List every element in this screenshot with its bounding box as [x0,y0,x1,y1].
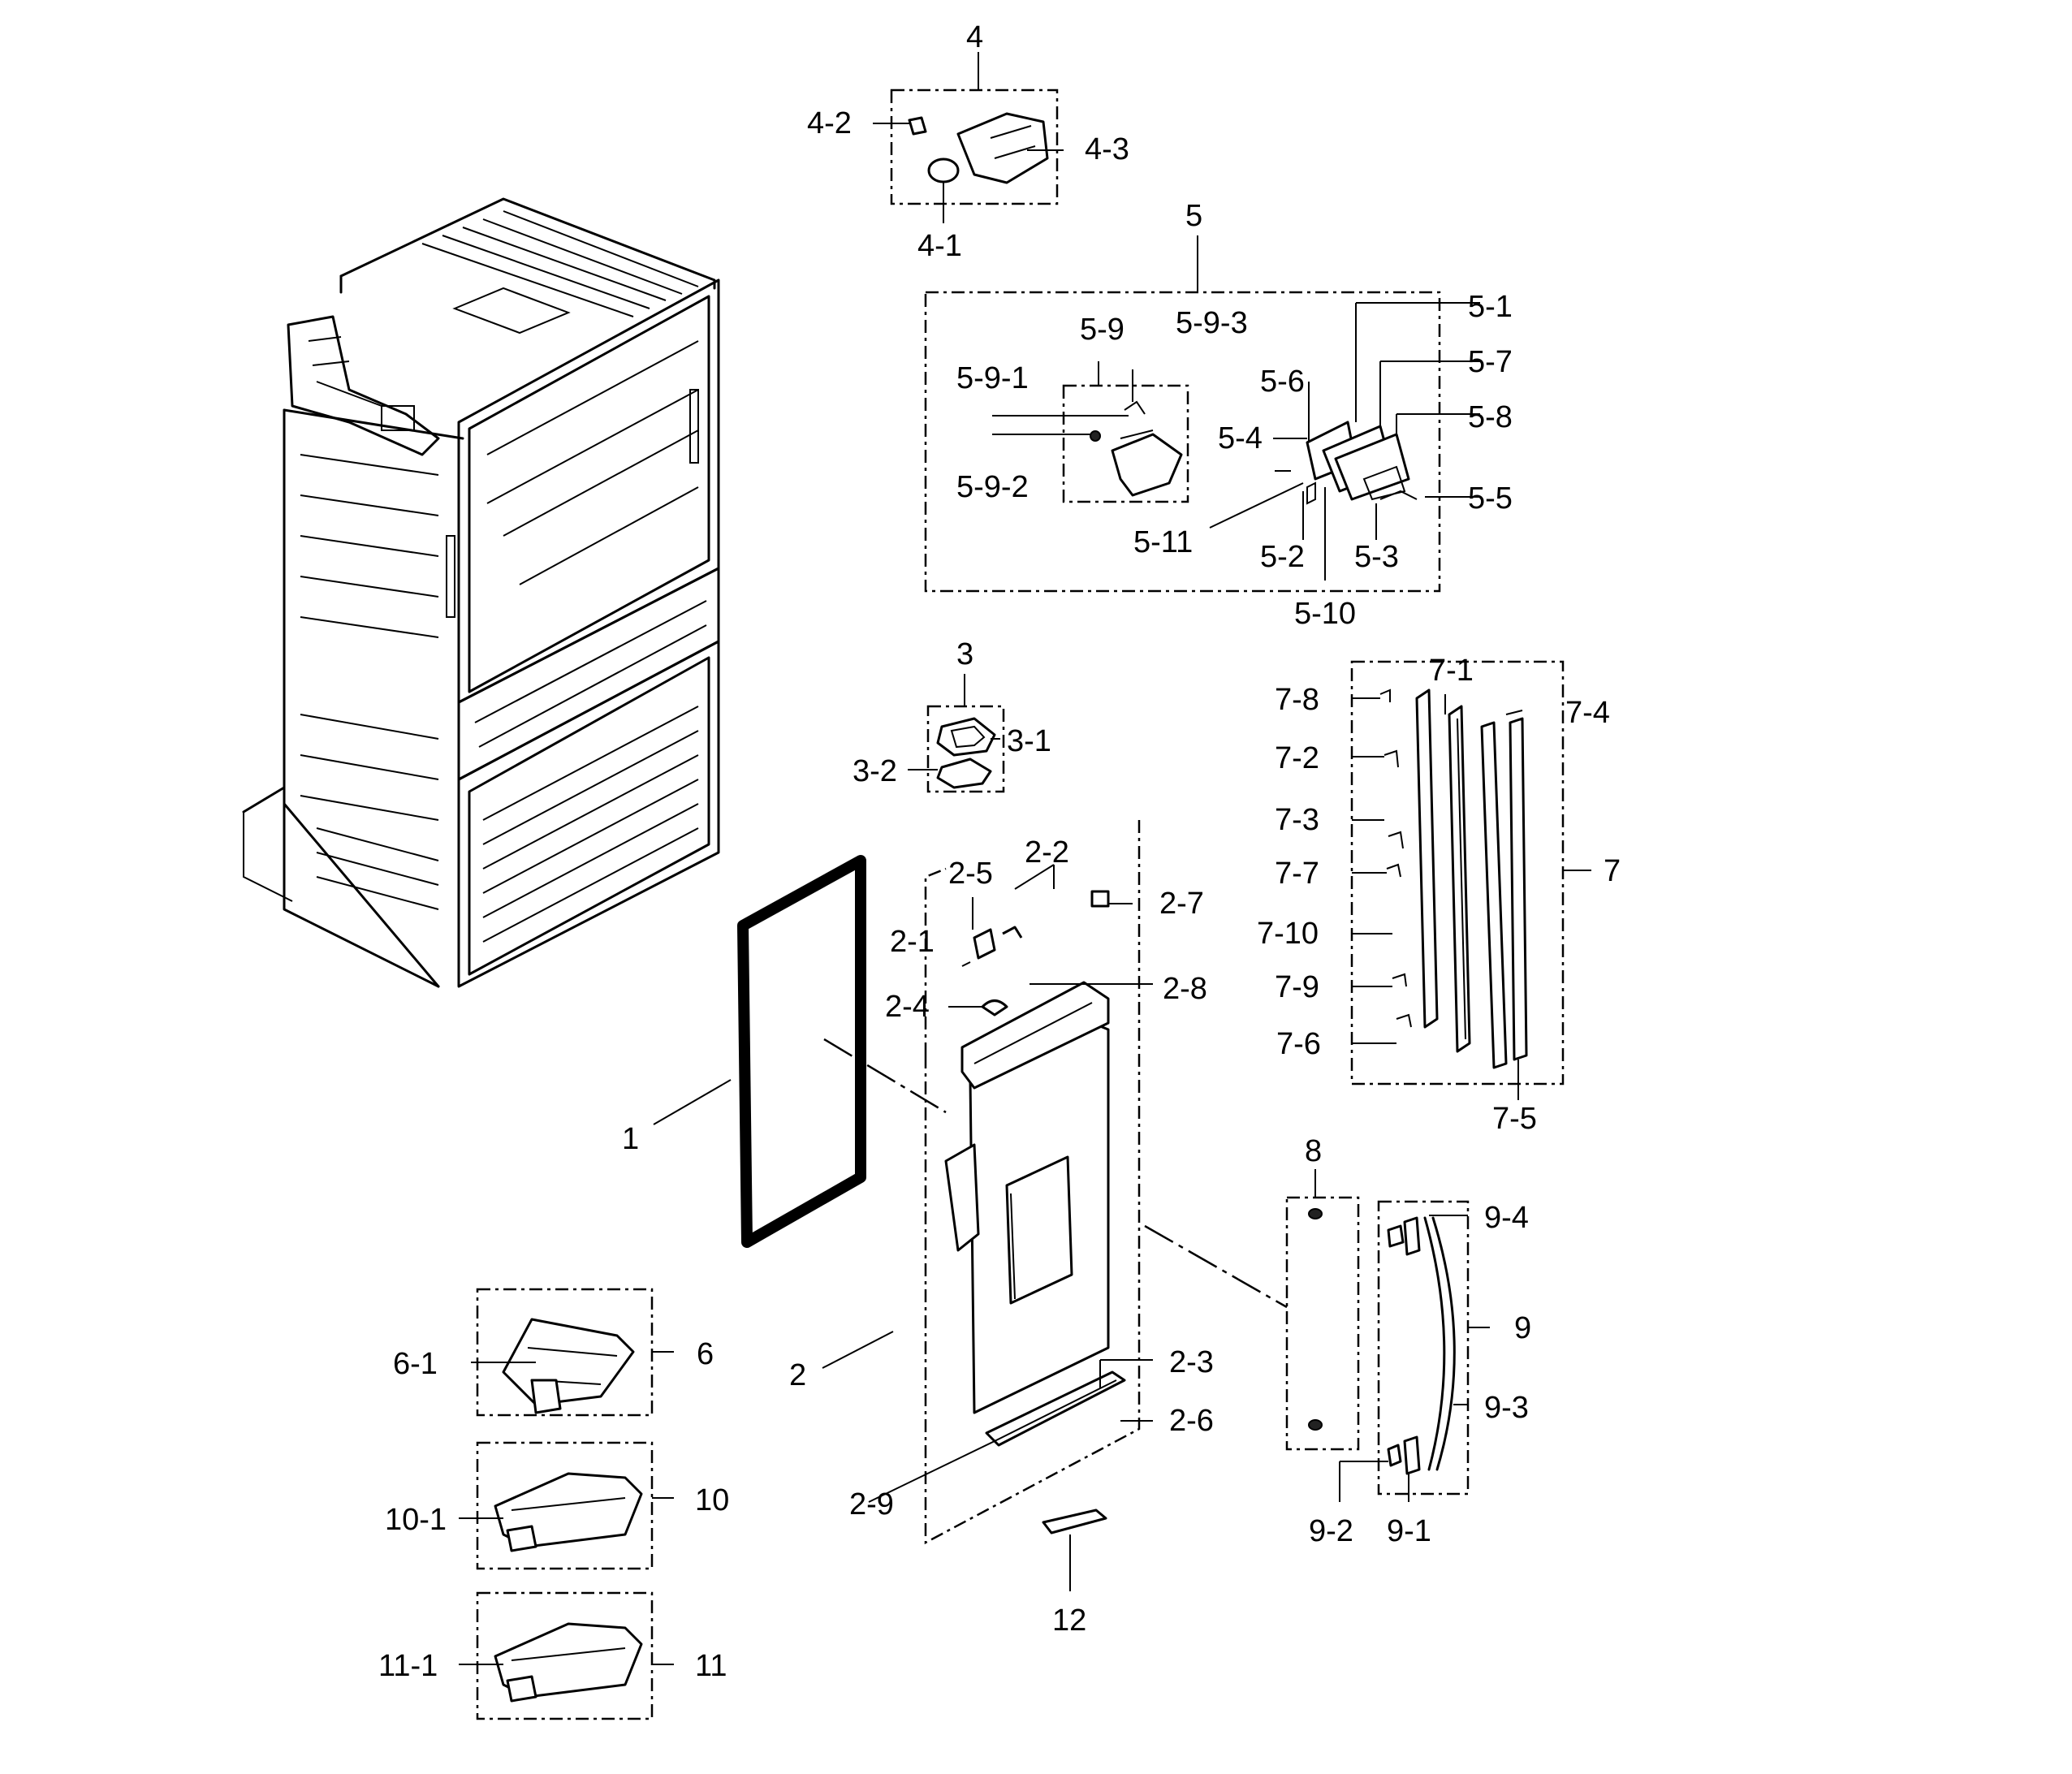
label-5-2: 5-2 [1260,540,1305,574]
label-2-8: 2-8 [1163,972,1207,1006]
label-5-4: 5-4 [1218,421,1263,455]
part-1-door-gasket [653,855,947,1248]
label-5-7: 5-7 [1468,345,1513,379]
label-6-1: 6-1 [393,1347,438,1381]
label-7-6: 7-6 [1276,1027,1321,1061]
label-7-2: 7-2 [1275,741,1319,775]
label-2-4: 2-4 [885,990,930,1024]
label-5-6: 5-6 [1260,365,1305,399]
refrigerator-cabinet [242,197,720,988]
label-5-9-2: 5-9-2 [956,470,1029,504]
label-2-9: 2-9 [849,1487,894,1521]
part-11-door-bin [459,1591,674,1720]
label-7: 7 [1604,854,1621,888]
label-9-2: 9-2 [1309,1514,1353,1548]
label-2-1: 2-1 [890,925,935,959]
label-11: 11 [695,1649,727,1683]
part-6-door-bin [471,1288,674,1417]
part-5-dispenser-assembly [924,235,1480,593]
label-9-4: 9-4 [1484,1201,1529,1235]
label-4: 4 [966,20,983,54]
part-2-fridge-door [822,820,1288,1591]
part-10-door-bin [459,1441,674,1570]
label-10: 10 [695,1483,729,1517]
part-7-door-trim-set [1350,660,1591,1100]
label-4-3: 4-3 [1085,132,1129,166]
label-9: 9 [1514,1311,1531,1345]
label-2-6: 2-6 [1169,1404,1214,1438]
label-5-3: 5-3 [1354,540,1399,574]
label-7-3: 7-3 [1275,803,1319,837]
label-2-3: 2-3 [1169,1345,1214,1379]
label-5-11: 5-11 [1133,525,1193,559]
part-4-hinge-assembly [873,52,1064,223]
label-2-5: 2-5 [948,857,993,891]
label-9-1: 9-1 [1387,1514,1431,1548]
label-5-9-3: 5-9-3 [1176,306,1248,340]
label-5-10: 5-10 [1294,597,1356,631]
label-10-1: 10-1 [385,1503,447,1537]
label-3: 3 [956,637,973,671]
label-6: 6 [697,1337,714,1371]
label-2-7: 2-7 [1159,887,1204,921]
label-4-1: 4-1 [917,229,962,263]
label-5-1: 5-1 [1468,290,1513,324]
label-5: 5 [1185,199,1202,233]
label-5-9-1: 5-9-1 [956,361,1029,395]
label-7-7: 7-7 [1275,857,1319,891]
label-2-2: 2-2 [1025,835,1069,870]
label-11-1: 11-1 [378,1649,438,1683]
part-8-9-handle-assembly [1285,1169,1490,1502]
label-8: 8 [1305,1134,1322,1168]
label-3-2: 3-2 [853,754,897,788]
label-1: 1 [622,1122,639,1156]
label-7-8: 7-8 [1275,683,1319,717]
label-7-5: 7-5 [1492,1102,1537,1136]
label-7-9: 7-9 [1275,970,1319,1004]
label-5-5: 5-5 [1468,481,1513,516]
label-7-1: 7-1 [1429,654,1474,688]
label-4-2: 4-2 [807,106,852,140]
part-3-gasket-set [908,674,1005,793]
label-7-10: 7-10 [1257,917,1319,951]
label-12: 12 [1052,1604,1086,1638]
label-2: 2 [789,1358,806,1392]
label-5-9: 5-9 [1080,313,1124,347]
label-7-4: 7-4 [1565,696,1610,730]
callout-labels: 4 4-2 4-3 4-1 5 5-1 5-9 5-9-3 5-7 5-6 5-… [378,20,1621,1683]
label-3-1: 3-1 [1007,724,1051,758]
label-9-3: 9-3 [1484,1391,1529,1425]
label-5-8: 5-8 [1468,400,1513,434]
